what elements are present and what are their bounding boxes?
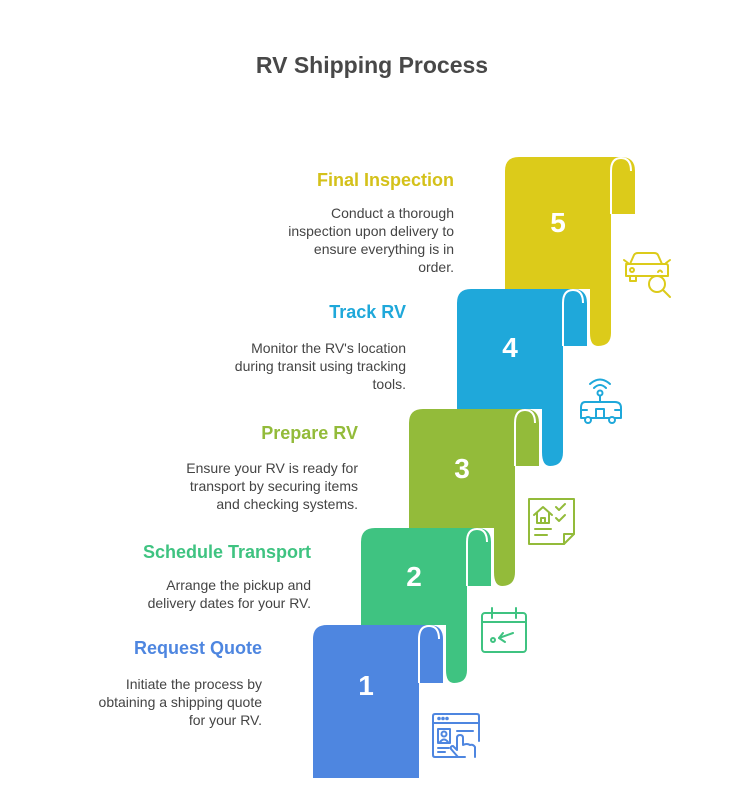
step-2-scroll: 2: [361, 527, 491, 683]
step-3-scroll: 3: [409, 408, 539, 586]
step-4-title: Track RV: [329, 302, 406, 322]
desc-line: transport by securing items: [189, 478, 358, 494]
house-checklist-icon: [528, 498, 575, 545]
step-3-title: Prepare RV: [261, 423, 358, 443]
desc-line: obtaining a shipping quote: [98, 694, 262, 710]
desc-line: and checking systems.: [216, 496, 358, 512]
step-2-number: 2: [406, 561, 422, 592]
desc-line: tools.: [372, 376, 406, 392]
desc-line: for your RV.: [188, 712, 262, 728]
step-3-description: Ensure your RV is ready for transport by…: [138, 459, 358, 513]
car-magnifier-icon: [623, 252, 671, 298]
step-5-number: 5: [550, 207, 566, 238]
step-1-scroll: 1: [313, 624, 443, 778]
step-5-scroll: 5: [505, 156, 635, 346]
step-4-scroll: 4: [457, 288, 587, 466]
web-form-hand-icon: [432, 713, 480, 758]
step-1-number: 1: [358, 670, 374, 701]
rv-signal-icon: [580, 378, 622, 424]
step-1-description: Initiate the process by obtaining a ship…: [42, 675, 262, 729]
desc-line: Arrange the pickup and: [166, 577, 311, 593]
desc-line: Monitor the RV's location: [251, 340, 406, 356]
step-2-title: Schedule Transport: [142, 542, 311, 562]
step-4-number: 4: [502, 332, 518, 363]
diagram-title: RV Shipping Process: [255, 52, 489, 78]
step-5-title: Final Inspection: [316, 170, 454, 190]
desc-line: order.: [418, 259, 454, 275]
step-1-title: Request Quote: [133, 638, 262, 658]
step-3-number: 3: [454, 453, 470, 484]
desc-line: Ensure your RV is ready for: [186, 460, 358, 476]
desc-line: Initiate the process by: [125, 676, 262, 692]
desc-line: ensure everything is in: [313, 241, 454, 257]
desc-line: Conduct a thorough: [331, 205, 454, 221]
desc-line: delivery dates for your RV.: [147, 595, 311, 611]
step-5-description: Conduct a thorough inspection upon deliv…: [234, 204, 454, 276]
desc-line: during transit using tracking: [234, 358, 406, 374]
step-4-description: Monitor the RV's location during transit…: [186, 339, 406, 393]
desc-line: inspection upon delivery to: [288, 223, 454, 239]
step-2-description: Arrange the pickup and delivery dates fo…: [91, 576, 311, 612]
calendar-arrow-icon: [481, 607, 527, 653]
